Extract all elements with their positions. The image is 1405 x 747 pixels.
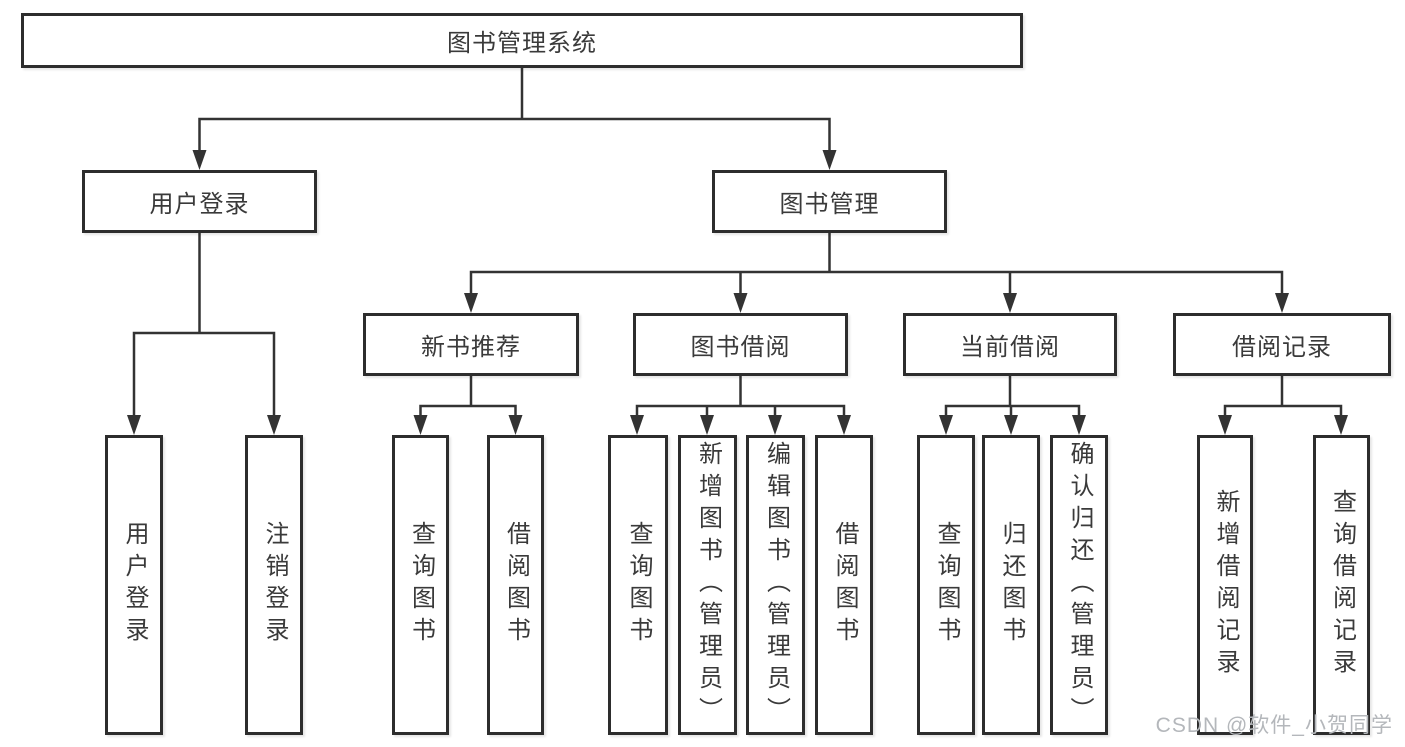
arrow-down-icon xyxy=(700,415,714,435)
node-label: 编辑图书（管理员） xyxy=(762,441,790,729)
leaf-edit-books-admin: 编辑图书（管理员） xyxy=(746,435,805,735)
arrow-down-icon xyxy=(192,150,207,170)
node-label: 新书推荐 xyxy=(421,334,521,361)
node-label: 新增图书（管理员） xyxy=(694,441,722,729)
node-label: 注销登录 xyxy=(261,521,288,649)
arrow-down-icon xyxy=(837,415,851,435)
csdn-watermark: CSDN @软件_小贺同学 xyxy=(1155,714,1393,737)
arrow-down-icon xyxy=(508,415,523,435)
arrow-down-icon xyxy=(413,415,428,435)
node-label: 查询图书 xyxy=(625,521,652,649)
node-label: 查询借阅记录 xyxy=(1328,489,1356,681)
wire-new-book-children xyxy=(413,374,523,435)
node-label: 图书管理系统 xyxy=(447,30,597,57)
arrow-down-icon xyxy=(768,415,782,435)
node-label: 用户登录 xyxy=(121,521,148,649)
connector-line xyxy=(469,231,1284,298)
leaf-borrow-books-1: 借阅图书 xyxy=(487,435,544,735)
connector-line xyxy=(635,374,846,420)
wire-user-login-children xyxy=(127,231,281,435)
arrow-down-icon xyxy=(464,293,478,313)
node-label: 归还图书 xyxy=(998,521,1025,649)
arrow-down-icon xyxy=(1072,415,1086,435)
connector-line xyxy=(132,231,276,420)
node-library-management-system: 图书管理系统 xyxy=(21,13,1023,68)
arrow-down-icon xyxy=(1334,415,1348,435)
node-label: 用户登录 xyxy=(149,191,250,218)
node-label: 新增借阅记录 xyxy=(1212,489,1239,681)
arrow-down-icon xyxy=(630,415,644,435)
arrow-down-icon xyxy=(1003,293,1017,313)
leaf-query-books-2: 查询图书 xyxy=(608,435,668,735)
leaf-query-borrow-record: 查询借阅记录 xyxy=(1313,435,1370,735)
wire-book-mgmt-children xyxy=(464,231,1289,313)
connector-line xyxy=(198,66,831,155)
node-new-book-recommend: 新书推荐 xyxy=(363,313,579,376)
arrow-down-icon xyxy=(1004,415,1018,435)
node-label: 借阅图书 xyxy=(831,521,858,649)
connector-line xyxy=(944,374,1081,420)
wire-borrow-records-children xyxy=(1218,374,1348,435)
node-current-borrowing: 当前借阅 xyxy=(903,313,1117,376)
connector-line xyxy=(1223,374,1343,420)
arrow-down-icon xyxy=(939,415,953,435)
node-label: 当前借阅 xyxy=(960,334,1060,361)
leaf-add-borrow-record: 新增借阅记录 xyxy=(1197,435,1253,735)
node-user-login: 用户登录 xyxy=(82,170,317,233)
leaf-query-books-3: 查询图书 xyxy=(917,435,975,735)
node-book-management: 图书管理 xyxy=(712,170,947,233)
arrow-down-icon xyxy=(267,415,281,435)
wire-book-borrow-children xyxy=(630,374,851,435)
connector-line xyxy=(419,374,517,420)
node-borrow-records: 借阅记录 xyxy=(1173,313,1391,376)
arrow-down-icon xyxy=(733,293,748,313)
leaf-confirm-return-admin: 确认归还（管理员） xyxy=(1050,435,1108,735)
leaf-logout: 注销登录 xyxy=(245,435,303,735)
node-label: 借阅图书 xyxy=(502,521,530,649)
arrow-down-icon xyxy=(1275,293,1289,313)
node-label: 借阅记录 xyxy=(1232,334,1332,361)
leaf-query-books-1: 查询图书 xyxy=(392,435,449,735)
wire-current-borrow-children xyxy=(939,374,1086,435)
arrow-down-icon xyxy=(127,415,141,435)
node-label: 查询图书 xyxy=(407,521,435,649)
leaf-user-login: 用户登录 xyxy=(105,435,163,735)
node-label: 查询图书 xyxy=(933,521,960,649)
node-label: 图书管理 xyxy=(779,191,880,218)
leaf-add-books-admin: 新增图书（管理员） xyxy=(678,435,737,735)
leaf-borrow-books-2: 借阅图书 xyxy=(815,435,873,735)
leaf-return-books: 归还图书 xyxy=(982,435,1040,735)
node-label: 确认归还（管理员） xyxy=(1066,441,1093,729)
arrow-down-icon xyxy=(822,150,837,170)
arrow-down-icon xyxy=(1218,415,1232,435)
node-label: 图书借阅 xyxy=(690,334,791,361)
node-book-borrowing: 图书借阅 xyxy=(633,313,848,376)
wire-root-to-level1 xyxy=(192,66,837,170)
